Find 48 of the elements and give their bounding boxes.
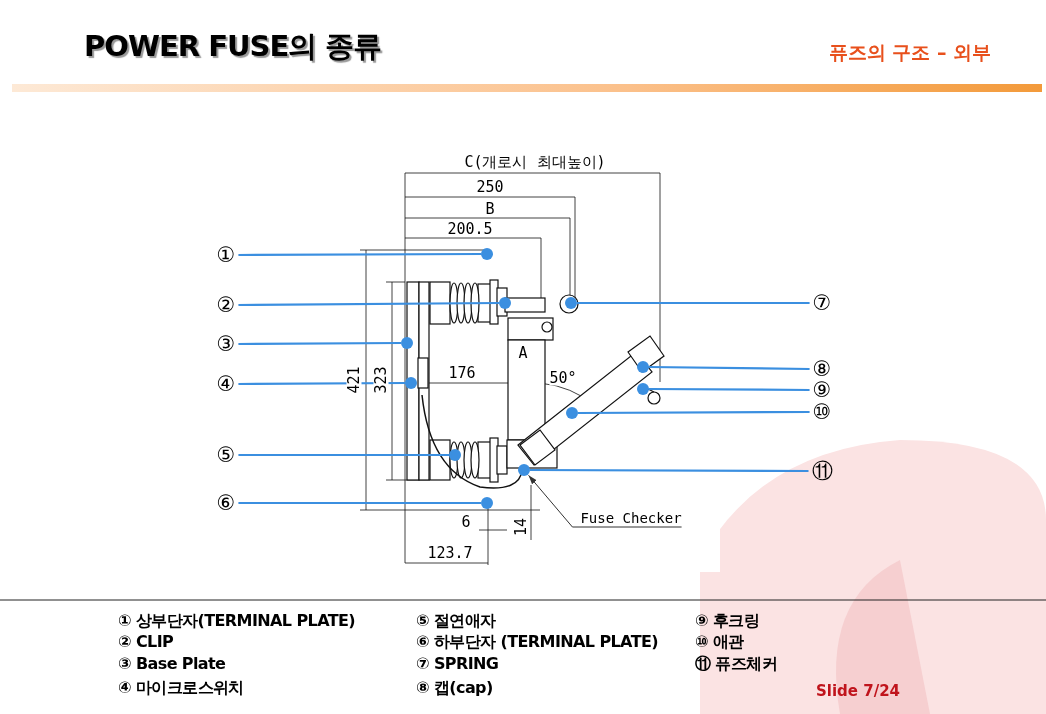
leader-line (577, 301, 810, 305)
dimension-label: 421 (346, 366, 362, 394)
leader-line (238, 341, 401, 346)
dimension-label: 6 (461, 514, 471, 530)
dimension-label: 123.7 (427, 545, 473, 561)
callout-number: ⑪ (811, 460, 833, 482)
part-list-item: ② CLIP (118, 634, 174, 650)
dimension-label: 250 (476, 179, 504, 195)
part-list-item: ⑦ SPRING (416, 656, 499, 672)
dimension-label: C(개로시 최대높이) (464, 154, 606, 170)
dimension-label: 50° (549, 370, 577, 386)
part-label: Fuse Checker (580, 511, 682, 525)
leader-line (238, 301, 499, 307)
page-number: Slide 7/24 (816, 683, 900, 699)
callout-number: ④ (216, 373, 236, 395)
part-list-item: ③ Base Plate (118, 656, 226, 672)
leader-line (238, 252, 481, 257)
callout-number: ⑨ (812, 379, 832, 401)
leader-line (649, 365, 810, 371)
leader-line (578, 410, 810, 415)
callout-number: ⑤ (216, 444, 236, 466)
leader-line (528, 474, 683, 528)
part-list-item: ⑥ 하부단자 (TERMINAL PLATE) (416, 634, 658, 650)
callout-number: ② (216, 294, 236, 316)
leader-line (649, 387, 810, 392)
callout-number: ③ (216, 333, 236, 355)
callout-number: ① (216, 244, 236, 266)
dimension-label: 176 (448, 365, 476, 381)
dimension-label: 200.5 (447, 221, 493, 237)
leader-line (238, 453, 449, 457)
part-list-item: ⑨ 후크링 (695, 613, 760, 629)
leader-line (238, 501, 481, 505)
part-list-item: ⑤ 절연애자 (416, 613, 496, 629)
slide-title: POWER FUSE의 종류 (84, 32, 382, 61)
part-list-item: ⑩ 애관 (695, 634, 744, 650)
dimension-label: 323 (373, 366, 389, 394)
part-list-item: ① 상부단자(TERMINAL PLATE) (118, 613, 356, 629)
leader-line (530, 468, 809, 473)
dimension-label: A (518, 345, 528, 361)
dimension-label: B (485, 201, 495, 217)
callout-number: ⑥ (216, 492, 236, 514)
part-list-item: ④ 마이크로스위치 (118, 680, 244, 696)
part-list-item: ⑪ 퓨즈체커 (695, 656, 777, 672)
callout-number: ⑧ (812, 358, 832, 380)
part-list-item: ⑧ 캡(cap) (416, 680, 493, 696)
callout-number: ⑦ (812, 292, 832, 314)
section-subtitle: 퓨즈의 구조 – 외부 (828, 42, 992, 62)
callout-number: ⑩ (812, 401, 832, 423)
